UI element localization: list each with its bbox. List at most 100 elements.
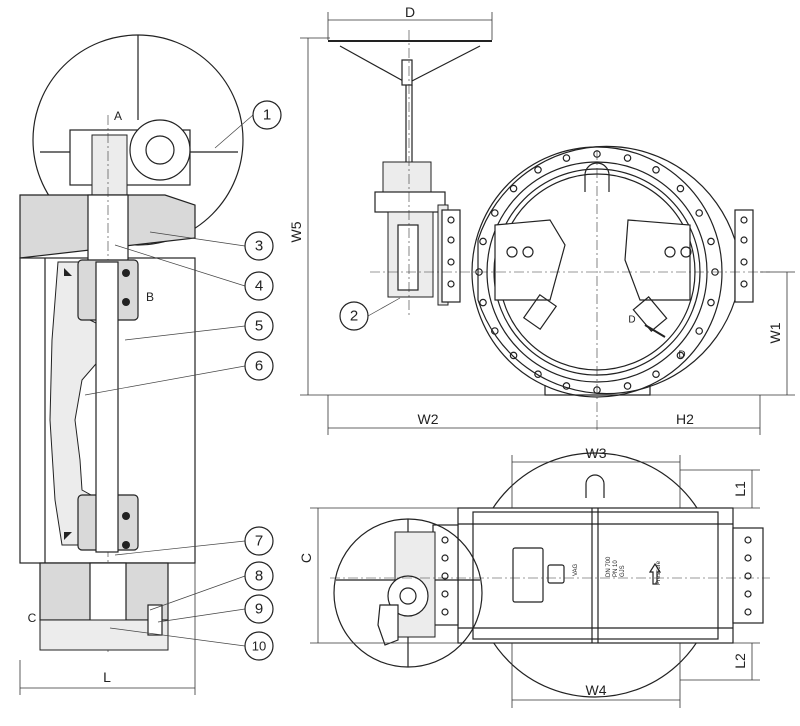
body-foot [544,385,651,396]
flange-bolt-hole [491,327,499,335]
bottom-cover [39,619,169,651]
plan-bolt [744,554,752,562]
plan-bolt [441,554,449,562]
right-hub [732,527,764,624]
section-label-a: A [114,109,122,123]
flange-bolt-hole [479,237,487,246]
nameplate-text-2: PN 10 [613,560,619,577]
leader-8 [149,575,246,611]
disc-rib-left [494,219,566,301]
flange-bolt-hole [623,154,632,162]
bolt [122,541,130,549]
hub-bolt [740,236,748,244]
dim-label-w3: W3 [586,445,607,461]
disc-rib-right [624,219,691,301]
callout-bubble-10: 10 [244,631,274,661]
svg-text:1: 1 [263,107,271,124]
dim-label-w4: W4 [586,682,607,698]
svg-text:3: 3 [255,238,263,255]
dim-label-w2: W2 [418,411,439,427]
hub-bolt [447,236,455,244]
plan-bolt [744,590,752,598]
nameplate-text-1: DN 700 [606,556,612,577]
flange-bolt-hole [475,268,483,276]
flange-bolt-hole [479,298,487,307]
svg-text:6: 6 [255,358,263,375]
leader-7 [114,540,246,556]
section-view: L A B C [19,34,254,695]
flange-bolt-hole [593,386,601,394]
flange-bolt-hole [534,166,542,174]
front-view: D D [328,30,770,430]
plan-gear-housing [377,604,399,646]
top-lug [585,474,605,498]
callout-bubble-3: 3 [244,231,274,261]
flange-bolt-hole [676,351,685,360]
hub-bolt [740,216,748,224]
flange-bolt-hole [707,298,715,307]
dim-label-w1: W1 [767,322,783,343]
flange-bolt-hole [676,184,685,193]
disc-lug-right [632,296,668,332]
section-label-d1: D [628,315,635,326]
gearbox-column [91,134,128,196]
callout-bubble-9: 9 [244,594,274,624]
svg-text:8: 8 [255,568,263,585]
flange-bolt-hole [509,351,518,360]
leader-9 [157,608,246,623]
gearbox-top [382,161,432,195]
leader-1 [214,114,254,149]
callout-bubble-4: 4 [244,271,274,301]
plan-bolt [744,608,752,616]
flange-bolt-hole [534,370,542,378]
gearbox-cover [129,119,191,181]
plan-bolt [441,536,449,544]
dim-label-c: C [298,553,314,563]
bolt [122,298,130,306]
rib-bolt [680,246,692,258]
seal-marker [64,532,72,540]
disc-lug-left [522,293,558,331]
bolt [122,512,130,520]
hub-bolt [447,216,455,224]
plan-bolt [441,590,449,598]
callout-bubble-8: 8 [244,561,274,591]
flange-bolt-hole [491,209,499,217]
nameplate-frame [512,547,544,603]
plan-hub-bolts [441,536,752,616]
hub-bolt [740,258,748,266]
flange-bolt-hole [707,237,715,246]
right-hub-flange [734,209,754,303]
dim-label-l1: L1 [732,481,748,497]
gear-shaft [145,135,175,165]
dim-label-d: D [405,4,415,20]
plan-bolt [744,536,752,544]
leader-5 [124,325,246,341]
flange-bolt-hole [652,166,660,174]
leader-2 [367,297,401,317]
hub-bolts [447,216,748,288]
flange-bolt-hole [695,327,703,335]
callout-bubble-6: 6 [244,351,274,381]
handwheel-spoke [409,45,481,83]
plan-view: VAG DN 700 PN 10 GJS Pressure [330,452,770,698]
svg-text:2: 2 [350,308,358,325]
gearbox-flange [374,191,446,213]
gearbox-window [397,224,419,291]
callout-bubble-2: 2 [339,301,369,331]
callout-bubble-7: 7 [244,526,274,556]
rib-bolt [522,246,534,258]
callout-bubble-5: 5 [244,311,274,341]
section-arrow-d [644,324,666,338]
dim-label-l: L [103,669,111,685]
svg-text:5: 5 [255,318,263,335]
leader-4 [114,244,246,287]
logo-box [547,564,565,584]
flange-bolt-hole [711,268,719,276]
flange-bolt-hole [593,150,601,158]
leader-6 [84,365,246,396]
flange-bolt-circle [475,150,719,394]
section-label-d2: D [678,350,685,361]
svg-text:9: 9 [255,601,263,618]
